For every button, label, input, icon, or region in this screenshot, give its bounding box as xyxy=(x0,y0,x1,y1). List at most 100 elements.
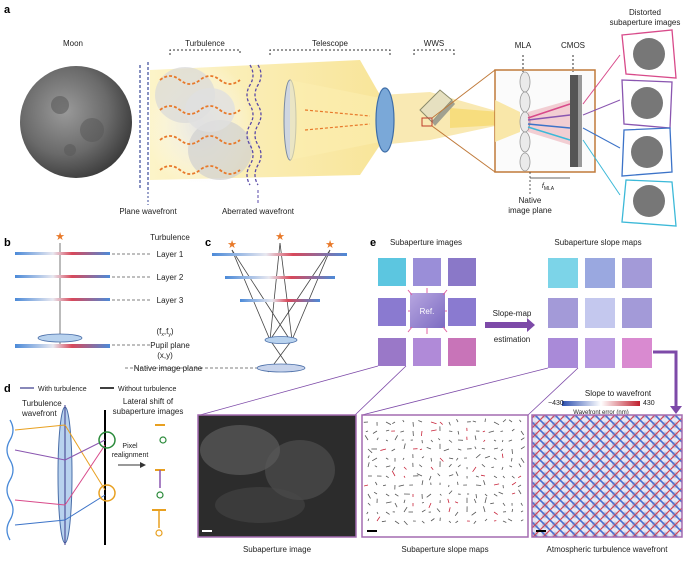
scale-bar xyxy=(536,530,546,532)
turbulence-bracket xyxy=(170,50,240,55)
slope-map-tile xyxy=(622,298,652,328)
panel-e: e Subaperture images Subaperture slope m… xyxy=(198,237,682,554)
shift-circle-green xyxy=(99,432,115,448)
distorted-label-1: Distorted xyxy=(629,8,661,17)
panel-b-leaders xyxy=(112,254,150,345)
turbulence-heading: Turbulence xyxy=(150,233,190,242)
cmos-label: CMOS xyxy=(561,41,585,50)
slope-vector xyxy=(501,431,504,432)
layer-1-label: Layer 1 xyxy=(157,250,184,259)
subaperture-tile xyxy=(378,258,406,286)
turb-wavefront-label-2: wavefront xyxy=(21,409,57,418)
colorbar xyxy=(562,401,640,406)
pupil-coord: (fx,fy) xyxy=(156,327,173,338)
star-icon: ★ xyxy=(227,239,237,251)
distorted-images xyxy=(583,30,676,226)
pupil-lens xyxy=(265,337,297,344)
plane-wavefront-label: Plane wavefront xyxy=(119,207,177,216)
turbulence-label: Turbulence xyxy=(185,39,225,48)
slope-to-wavefront-label: Slope to wavefront xyxy=(585,389,652,398)
panel-c-rays xyxy=(232,243,330,372)
wws-label: WWS xyxy=(424,39,444,48)
slope-map-tile xyxy=(585,258,615,288)
panel-c-label: c xyxy=(205,237,211,249)
legend-with-turbulence: With turbulence xyxy=(38,386,87,393)
star-icon: ★ xyxy=(55,231,65,243)
slope-map-tile xyxy=(548,298,578,328)
caption-slope-maps: Subaperture slope maps xyxy=(401,545,488,554)
pixel-realignment-label-2: realignment xyxy=(112,452,149,459)
panel-e-label: e xyxy=(370,237,376,249)
moon-crater xyxy=(64,144,76,156)
native-plane-label: Native image plane xyxy=(134,364,203,373)
slope-map-tile xyxy=(622,338,652,368)
slope-vector xyxy=(485,419,486,422)
slope-vector xyxy=(458,482,459,485)
shift-circle-orange xyxy=(99,485,115,501)
subaperture-tile xyxy=(378,338,406,366)
slope-estimation-arrow xyxy=(485,318,535,332)
wavefront-image xyxy=(532,415,682,537)
subaperture-tile xyxy=(413,258,441,286)
panel-a-label: a xyxy=(4,4,11,16)
slope-est-label-1: Slope-map xyxy=(493,309,532,318)
turbulence-wavefront-curve xyxy=(7,420,13,540)
native-coord: (x,y) xyxy=(157,351,173,360)
native-plane-label-2: image plane xyxy=(508,206,552,215)
native-plane-disks xyxy=(257,364,305,372)
scale-bar xyxy=(202,530,212,532)
slope-map-tile xyxy=(622,258,652,288)
fmla-label: fMLA xyxy=(542,183,555,192)
telescope-bracket xyxy=(270,50,390,55)
layer-2-bar xyxy=(15,275,110,278)
panel-b: b ★ Turbulence Layer 1 Layer 2 Layer 3 (… xyxy=(4,231,260,373)
realignment-glyphs xyxy=(152,425,166,536)
layer-3-bar xyxy=(15,298,110,301)
scale-bar xyxy=(367,530,377,532)
pupil-lens xyxy=(38,334,82,342)
slope-map-tile xyxy=(548,258,578,288)
moon-crater xyxy=(51,96,69,114)
slope-map-tile xyxy=(585,338,615,368)
colorbar-max: 430 xyxy=(643,400,655,407)
slope-map-tile xyxy=(585,298,615,328)
panel-e-zoom-lines xyxy=(200,366,578,415)
pupil-plane-label: Pupil plane xyxy=(150,341,190,350)
ref-label: Ref. xyxy=(420,307,435,316)
slope-to-wavefront-arrow xyxy=(653,352,676,408)
star-icon: ★ xyxy=(275,231,285,243)
moon-label: Moon xyxy=(63,39,83,48)
slope-vector xyxy=(512,449,513,454)
layer-2-label: Layer 2 xyxy=(157,273,184,282)
subaperture-image-texture xyxy=(215,487,305,523)
telescope-label: Telescope xyxy=(312,39,349,48)
subaperture-tile xyxy=(448,258,476,286)
slope-maps-title: Subaperture slope maps xyxy=(554,238,641,247)
pixel-realignment-label-1: Pixel xyxy=(122,443,138,450)
subaperture-tile xyxy=(413,338,441,366)
layer-3-label: Layer 3 xyxy=(157,296,184,305)
pupil-plane-bar xyxy=(15,344,110,348)
subaperture-tile xyxy=(448,338,476,366)
panel-a: a Moon Plane wavefront Turbulence xyxy=(4,4,680,226)
pixel-realignment-arrowhead xyxy=(140,462,146,468)
moon-image xyxy=(20,66,132,178)
slope-to-wavefront-arrowhead xyxy=(670,406,682,414)
slope-vector xyxy=(449,431,452,432)
moon-crater xyxy=(80,118,104,142)
panel-b-label: b xyxy=(4,237,11,249)
slope-vector xyxy=(476,485,481,486)
colorbar-min: −430 xyxy=(548,400,564,407)
subaperture-images-title: Subaperture images xyxy=(390,238,462,247)
mla-label: MLA xyxy=(515,41,532,50)
layer-1-bar xyxy=(15,252,110,255)
subaperture-tile xyxy=(448,298,476,326)
aberrated-wavefront-label: Aberrated wavefront xyxy=(222,207,295,216)
caption-wavefront: Atmospheric turbulence wavefront xyxy=(547,545,669,554)
native-plane-label-1: Native xyxy=(519,196,542,205)
legend-without-turbulence: Without turbulence xyxy=(118,386,176,393)
star-icon: ★ xyxy=(325,239,335,251)
layer-3-bar xyxy=(240,299,320,302)
